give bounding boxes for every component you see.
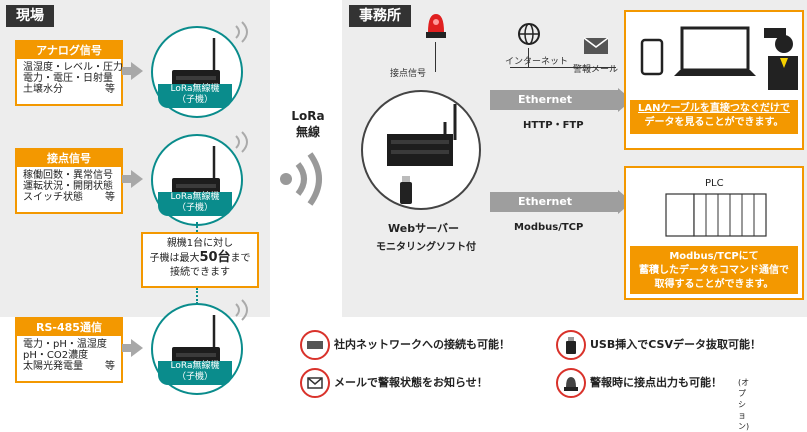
ethernet-arrow-2: Ethernet bbox=[490, 192, 618, 212]
lora-line-2: 無線 bbox=[295, 125, 320, 139]
feature-1-text: 社内ネットワークへの接続も可能！ bbox=[334, 338, 510, 351]
note-line-3: 接続できます bbox=[170, 267, 230, 278]
note-line-2a: 子機は最大 bbox=[149, 253, 200, 264]
feature-3-text: USB挿入でCSVデータ抜取可能！ bbox=[590, 338, 761, 351]
analog-line-3: 土壌水分 bbox=[23, 84, 63, 95]
lora-label-1: LoRa無線機 （子機） bbox=[158, 84, 232, 108]
lora-signal-icon bbox=[280, 152, 322, 206]
feature-4-text: 警報時に接点出力も可能！ bbox=[590, 376, 722, 389]
field-header: 現場 bbox=[6, 5, 54, 27]
alarm-lamp-icon bbox=[556, 368, 586, 398]
ethernet-label-1: Ethernet bbox=[518, 93, 573, 106]
webserver-circle bbox=[361, 90, 481, 210]
plc-label: PLC bbox=[705, 178, 724, 189]
analog-signal-box: アナログ信号 温湿度・レベル・圧力 電力・電圧・日射量 土壌水分 等 bbox=[15, 40, 123, 106]
plc-note-2: 蓄積したデータをコマンド通信で bbox=[639, 265, 789, 276]
analog-suffix: 等 bbox=[105, 84, 115, 95]
protocol-label-2: Modbus/TCP bbox=[514, 222, 584, 233]
wave-icon bbox=[235, 21, 248, 43]
lora-label-3-line2: （子機） bbox=[176, 372, 213, 382]
usb-drive-icon bbox=[400, 176, 412, 204]
lora-label-3: LoRa無線機 （子機） bbox=[158, 361, 232, 385]
webserver-icon bbox=[387, 104, 457, 166]
note-highlight: 50台 bbox=[199, 250, 231, 265]
plc-note-3: 取得することができます。 bbox=[654, 279, 774, 290]
siren-line bbox=[435, 42, 437, 72]
protocol-label-1: HTTP・FTP bbox=[523, 120, 584, 131]
ethernet-label-2: Ethernet bbox=[518, 195, 573, 208]
rs485-line-1: 電力・pH・温湿度 bbox=[23, 339, 107, 350]
lora-label-2-line1: LoRa無線機 bbox=[170, 192, 220, 202]
wave-icon bbox=[235, 299, 248, 321]
arrow-right-icon bbox=[131, 339, 143, 357]
mail-icon bbox=[583, 37, 609, 54]
feature-2-text: メールで警報状態をお知らせ！ bbox=[334, 376, 488, 389]
usb-icon bbox=[556, 330, 586, 360]
arrow-1-stem bbox=[122, 67, 132, 75]
alert-mail-label: 警報メール bbox=[573, 65, 619, 75]
smartphone-icon bbox=[640, 38, 664, 76]
arrow-2-stem bbox=[122, 175, 132, 183]
note-line-2b: まで bbox=[230, 253, 251, 264]
note-connector bbox=[196, 288, 199, 304]
arrow-right-icon bbox=[131, 62, 143, 80]
rs485-line-3: 太陽光発電量 bbox=[23, 361, 83, 372]
internet-label: インターネット bbox=[505, 57, 569, 67]
laptop-icon bbox=[674, 26, 756, 76]
lan-note-2: データを見ることができます。 bbox=[644, 117, 784, 128]
rs485-line-2: pH・CO2濃度 bbox=[23, 350, 89, 361]
lora-line-1: LoRa bbox=[291, 109, 325, 123]
mail-icon bbox=[300, 368, 330, 398]
arrow-right-icon bbox=[131, 170, 143, 188]
contact-line-1: 稼働回数・異常信号 bbox=[23, 170, 113, 181]
internet-line bbox=[510, 67, 616, 68]
wave-icon bbox=[235, 131, 248, 153]
rs485-title: RS-485通信 bbox=[17, 319, 121, 336]
internet-drop bbox=[528, 48, 529, 68]
note-line-1: 親機1台に対し bbox=[166, 238, 234, 249]
lora-label-2-line2: （子機） bbox=[176, 203, 213, 213]
contact-signal-title: 接点信号 bbox=[17, 150, 121, 167]
network-hub-icon bbox=[300, 330, 330, 360]
webserver-label-2: モニタリングソフト付 bbox=[376, 242, 476, 253]
note-connector bbox=[196, 222, 199, 236]
plc-note: Modbus/TCPにて 蓄積したデータをコマンド通信で 取得することができます… bbox=[630, 246, 798, 294]
contact-signal-box: 接点信号 稼働回数・異常信号 運転状況・開閉状態 スイッチ状態 等 bbox=[15, 148, 123, 214]
plc-note-1: Modbus/TCPにて bbox=[669, 251, 759, 262]
office-header: 事務所 bbox=[349, 5, 411, 27]
lora-device-circle-1 bbox=[151, 26, 243, 118]
rs485-suffix: 等 bbox=[105, 361, 115, 372]
contact-suffix: 等 bbox=[105, 192, 115, 203]
analog-signal-title: アナログ信号 bbox=[17, 42, 121, 59]
ethernet-arrow-1: Ethernet bbox=[490, 90, 618, 110]
lora-label-2: LoRa無線機 （子機） bbox=[158, 192, 232, 216]
lora-label-1-line2: （子機） bbox=[176, 95, 213, 105]
globe-icon bbox=[518, 23, 540, 45]
lan-note-1: LANケーブルを直接つなぐだけで bbox=[638, 103, 790, 114]
analog-line-2: 電力・電圧・日射量 bbox=[23, 73, 113, 84]
capacity-note: 親機1台に対し 子機は最大50台まで 接続できます bbox=[141, 232, 259, 288]
person-binoculars-icon bbox=[764, 28, 798, 90]
lora-label-3-line1: LoRa無線機 bbox=[170, 361, 220, 371]
contact-line-2: 運転状況・開閉状態 bbox=[23, 181, 113, 192]
arrow-3-stem bbox=[122, 344, 132, 352]
plc-icon bbox=[665, 193, 767, 237]
contact-signal-label: 接点信号 bbox=[390, 69, 427, 79]
rs485-box: RS-485通信 電力・pH・温湿度 pH・CO2濃度 太陽光発電量 等 bbox=[15, 317, 123, 383]
analog-line-1: 温湿度・レベル・圧力 bbox=[23, 62, 123, 73]
lora-label: LoRa 無線 bbox=[288, 108, 328, 140]
webserver-label-1: Webサーバー bbox=[388, 222, 459, 235]
contact-line-3: スイッチ状態 bbox=[23, 192, 83, 203]
lora-label-1-line1: LoRa無線機 bbox=[170, 84, 220, 94]
lan-note: LANケーブルを直接つなぐだけで データを見ることができます。 bbox=[630, 100, 798, 134]
siren-icon bbox=[426, 14, 446, 38]
